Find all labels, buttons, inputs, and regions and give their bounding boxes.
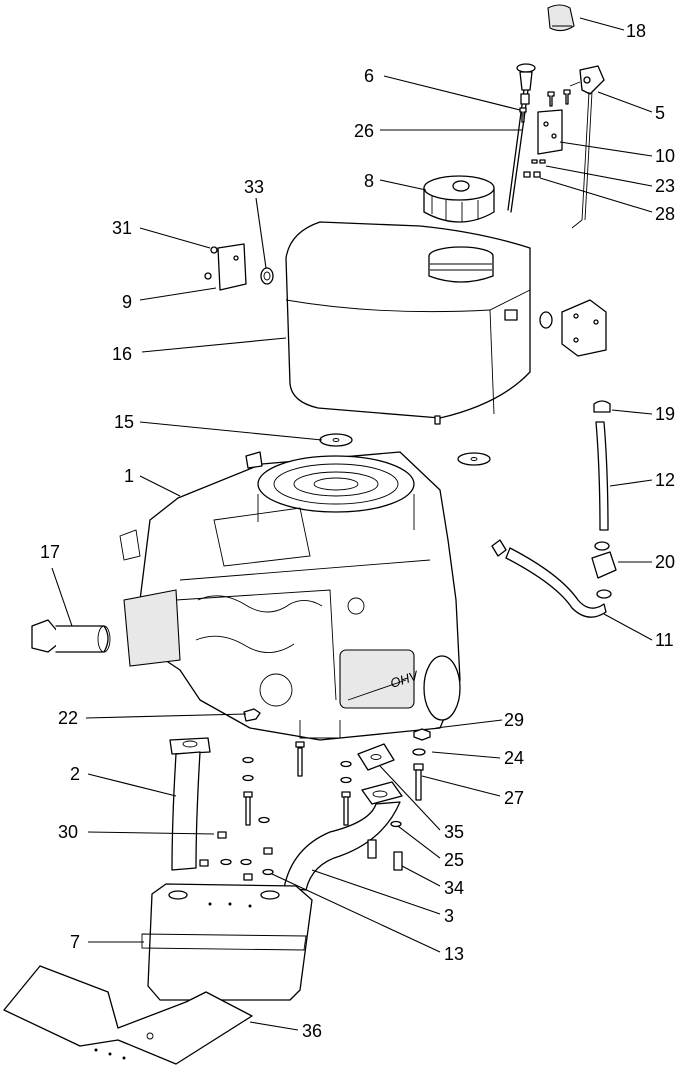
callout-30: 30 — [58, 822, 78, 842]
callout-9: 9 — [122, 292, 132, 312]
callout-17: 17 — [40, 542, 60, 562]
callout-26: 26 — [354, 121, 374, 141]
part-12-fuel-hose — [595, 421, 609, 531]
part-6-dipstick — [507, 63, 536, 213]
callout-1: 1 — [124, 466, 134, 486]
part-2-exhaust-pipe — [169, 737, 211, 871]
callout-7: 7 — [70, 932, 80, 952]
callout-15: 15 — [114, 412, 134, 432]
callout-36: 36 — [302, 1021, 322, 1041]
part-11-fuel-line — [491, 539, 607, 618]
part-36-heat-shield — [3, 965, 253, 1065]
callout-6: 6 — [364, 66, 374, 86]
callout-27: 27 — [504, 788, 524, 808]
part-28-nuts — [523, 171, 541, 178]
callout-33: 33 — [244, 177, 264, 197]
part-31-screws — [204, 246, 218, 280]
part-33-grommet — [260, 267, 274, 285]
callout-3: 3 — [444, 906, 454, 926]
part-29-nut — [413, 728, 431, 741]
part-19-clamp — [593, 400, 611, 413]
callout-24: 24 — [504, 748, 524, 768]
part-7-muffler — [141, 883, 313, 1001]
callout-labels: 18 6 5 26 10 8 33 23 28 31 9 16 19 15 1 … — [40, 21, 675, 1041]
part-5-throttle-cable — [569, 65, 605, 229]
callout-12: 12 — [655, 470, 675, 490]
callout-8: 8 — [364, 171, 374, 191]
part-10-bracket — [519, 89, 571, 155]
part-8-fuel-cap — [423, 175, 495, 223]
callout-11: 11 — [655, 630, 674, 650]
callout-20: 20 — [655, 552, 675, 572]
callout-31: 31 — [112, 218, 132, 238]
callout-5: 5 — [655, 103, 665, 123]
part-9-bracket — [217, 243, 247, 291]
part-35-gasket — [357, 743, 395, 771]
part-18-knob — [547, 4, 575, 32]
part-bolts-cluster — [199, 741, 403, 881]
callout-22: 22 — [58, 708, 78, 728]
callout-34: 34 — [444, 878, 464, 898]
part-20-fuel-filter — [591, 541, 617, 599]
part-27-bolt — [413, 763, 424, 801]
part-24-washer — [412, 748, 426, 756]
part-15-spacers — [319, 433, 491, 466]
callout-28: 28 — [655, 204, 675, 224]
callout-25: 25 — [444, 850, 464, 870]
callout-23: 23 — [655, 176, 675, 196]
part-1-engine: OHV — [119, 451, 461, 741]
callout-19: 19 — [655, 404, 675, 424]
part-22-bolt — [243, 708, 261, 722]
leader-lines — [51, 17, 653, 1031]
part-tank-bracket-right — [539, 299, 607, 357]
part-23-washers — [531, 159, 546, 164]
callout-16: 16 — [112, 344, 132, 364]
callout-10: 10 — [655, 146, 675, 166]
part-16-fuel-tank — [285, 221, 531, 425]
callout-29: 29 — [504, 710, 524, 730]
callout-13: 13 — [444, 944, 464, 964]
callout-2: 2 — [70, 764, 80, 784]
callout-18: 18 — [626, 21, 646, 41]
part-25-washer — [390, 820, 402, 828]
callout-35: 35 — [444, 822, 464, 842]
part-3-exhaust-pipe — [283, 781, 403, 891]
part-17-oil-filter — [31, 619, 111, 653]
